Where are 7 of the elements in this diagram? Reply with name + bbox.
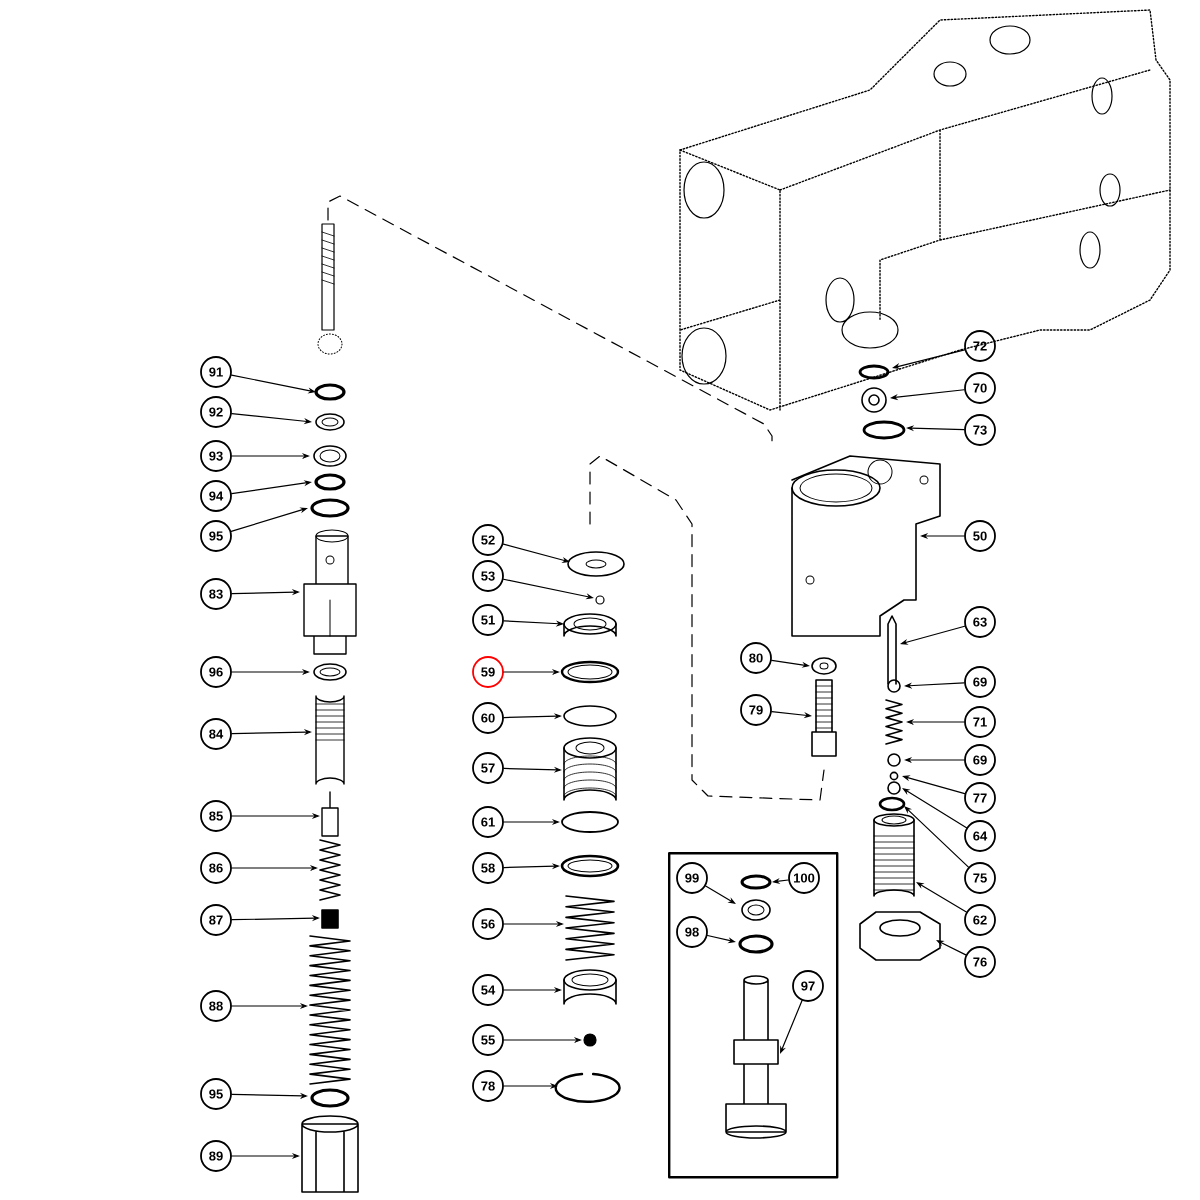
leader-line bbox=[780, 1000, 803, 1054]
leader-line bbox=[902, 788, 968, 829]
leader-line bbox=[936, 940, 967, 956]
leader-line bbox=[705, 885, 736, 904]
leader-line bbox=[916, 882, 967, 913]
leader-line bbox=[904, 806, 970, 868]
inset-frame bbox=[668, 852, 839, 1179]
